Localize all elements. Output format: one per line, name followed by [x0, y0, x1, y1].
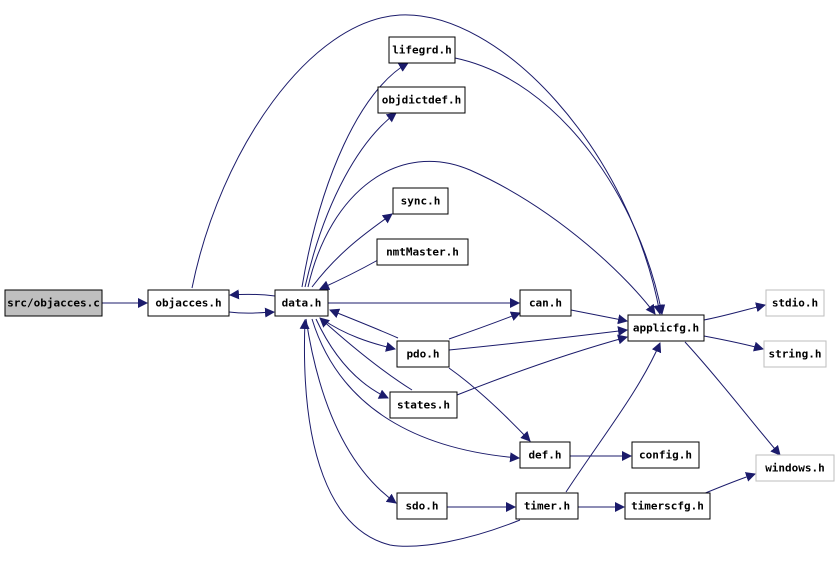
node-label: applicfg.h — [633, 322, 699, 335]
node-states-h[interactable]: states.h — [389, 391, 458, 419]
edge-pdo-h-to-data-h — [329, 308, 399, 339]
node-data-h[interactable]: data.h — [274, 289, 329, 317]
edges — [102, 14, 781, 547]
node-label: windows.h — [765, 462, 825, 475]
node-label: timer.h — [524, 500, 570, 513]
node-label: pdo.h — [406, 348, 439, 361]
node-pdo-h[interactable]: pdo.h — [396, 340, 450, 368]
node-def-h[interactable]: def.h — [519, 441, 571, 469]
edge-data-h-to-states-h — [315, 318, 389, 399]
node-label: string.h — [769, 348, 822, 361]
node-sync-h[interactable]: sync.h — [392, 187, 449, 215]
edge-applicfg-h-to-stdio-h — [703, 302, 766, 321]
edge-states-h-to-data-h — [319, 317, 413, 391]
edge-data-h-to-sdo-h — [305, 318, 397, 504]
edge-pdo-h-to-def-h — [448, 367, 531, 442]
node-label: sdo.h — [405, 500, 438, 513]
node-objacces-c[interactable]: src/objacces.c — [4, 289, 103, 317]
node-windows-h[interactable]: windows.h — [755, 454, 835, 482]
node-label: lifegrd.h — [392, 44, 452, 57]
node-objacces-h[interactable]: objacces.h — [147, 289, 230, 317]
node-config-h[interactable]: config.h — [631, 441, 700, 469]
edge-pdo-h-to-can-h — [448, 311, 521, 340]
node-objdictdef-h[interactable]: objdictdef.h — [377, 86, 466, 114]
node-stdio-h[interactable]: stdio.h — [765, 289, 825, 317]
node-nmtMaster-h[interactable]: nmtMaster.h — [376, 238, 469, 266]
node-label: nmtMaster.h — [386, 246, 459, 259]
node-sdo-h[interactable]: sdo.h — [396, 492, 448, 520]
node-label: data.h — [282, 297, 322, 310]
node-timer-h[interactable]: timer.h — [515, 492, 579, 520]
edge-applicfg-h-to-string-h — [703, 335, 764, 352]
edge-nmtMaster-h-to-data-h — [319, 259, 379, 290]
edge-applicfg-h-to-windows-h — [684, 341, 781, 456]
node-string-h[interactable]: string.h — [763, 340, 827, 368]
edge-pdo-h-to-applicfg-h — [448, 326, 628, 351]
node-label: def.h — [528, 449, 561, 462]
edge-objacces-h-to-applicfg-h — [191, 14, 664, 315]
edge-timer-h-to-applicfg-h — [565, 342, 662, 493]
node-label: objacces.h — [155, 297, 221, 310]
node-label: timerscfg.h — [631, 500, 704, 513]
nodes: src/objacces.c objacces.h data.h lifegrd… — [4, 36, 835, 520]
node-label: config.h — [639, 449, 692, 462]
edge-data-h-to-def-h — [311, 318, 520, 463]
edge-timerscfg-h-to-windows-h — [702, 472, 756, 495]
edge-data-h-to-lifegrd-h — [301, 62, 409, 288]
edge-states-h-to-applicfg-h — [456, 334, 628, 396]
node-applicfg-h[interactable]: applicfg.h — [627, 314, 705, 342]
edge-can-h-to-applicfg-h — [570, 309, 628, 325]
edge-lifegrd-h-to-applicfg-h — [454, 57, 666, 315]
node-label: objdictdef.h — [382, 94, 461, 107]
node-lifegrd-h[interactable]: lifegrd.h — [388, 36, 456, 64]
node-label: can.h — [529, 297, 562, 310]
edge-data-h-to-pdo-h — [321, 318, 396, 352]
edge-data-h-to-objdictdef-h — [304, 112, 397, 288]
node-label: src/objacces.c — [7, 297, 100, 310]
edge-data-h-to-sync-h — [311, 213, 393, 288]
node-timerscfg-h[interactable]: timerscfg.h — [624, 492, 711, 520]
node-label: states.h — [397, 399, 450, 412]
node-can-h[interactable]: can.h — [519, 289, 572, 317]
edge-data-h-to-objacces-h — [229, 289, 276, 300]
edge-timer-h-to-data-h — [299, 319, 521, 547]
node-label: sync.h — [401, 195, 441, 208]
edge-objacces-h-to-data-h — [228, 307, 275, 318]
edge-data-h-to-applicfg-h — [307, 160, 656, 315]
node-label: stdio.h — [772, 297, 818, 310]
